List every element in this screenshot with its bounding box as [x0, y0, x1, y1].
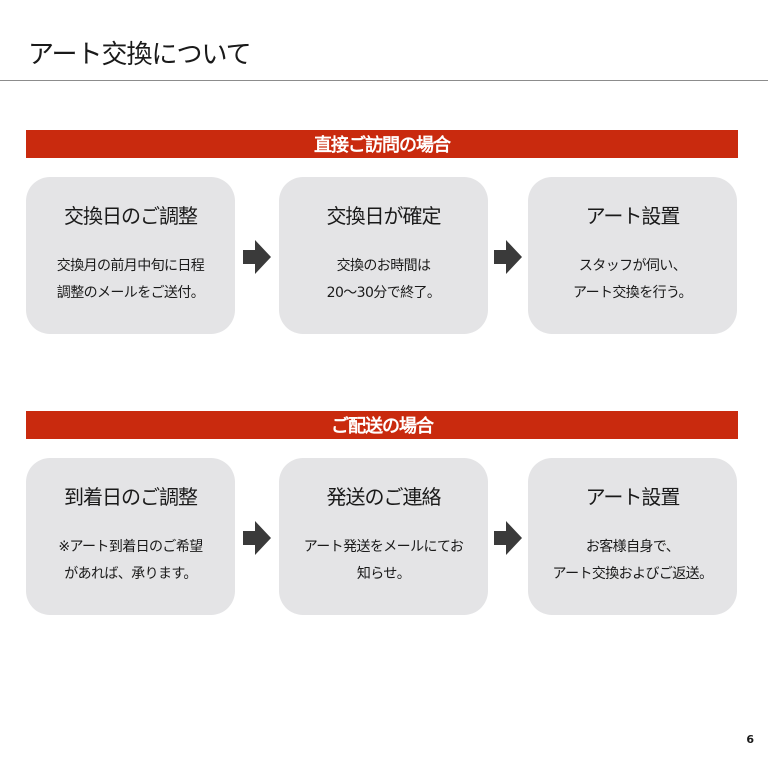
step-title: 発送のご連絡 [326, 485, 442, 509]
section-direct-visit: 直接ご訪問の場合 交換日のご調整 交換月の前月中旬に日程 調整のメールをご送付。… [0, 130, 768, 350]
step-card: 交換日が確定 交換のお時間は 20～30分で終了。 [279, 177, 488, 334]
step-description-line: 交換のお時間は [336, 258, 431, 274]
arrow-right-icon [243, 240, 271, 274]
step-title: 到着日のご調整 [64, 485, 198, 509]
step-description: スタッフが伺い、 アート交換を行う。 [528, 253, 737, 307]
step-title: アート設置 [585, 485, 681, 509]
step-description: 交換のお時間は 20～30分で終了。 [279, 253, 488, 307]
title-divider [0, 80, 768, 81]
step-description-line: 知らせ。 [356, 566, 411, 582]
step-description: ※アート到着日のご希望 があれば、承ります。 [26, 534, 235, 588]
step-description-line: スタッフが伺い、 [578, 258, 687, 274]
step-description: 交換月の前月中旬に日程 調整のメールをご送付。 [26, 253, 235, 307]
step-description-line: アート交換を行う。 [573, 285, 693, 301]
step-title: アート設置 [585, 204, 681, 228]
step-description-line: 20～30分で終了。 [326, 285, 441, 301]
step-description-line: アート交換およびご返送。 [552, 566, 714, 582]
step-description: お客様自身で、 アート交換およびご返送。 [528, 534, 737, 588]
step-description: アート発送をメールにてお 知らせ。 [279, 534, 488, 588]
section-banner: 直接ご訪問の場合 [26, 130, 738, 158]
step-card: アート設置 スタッフが伺い、 アート交換を行う。 [528, 177, 737, 334]
section-banner: ご配送の場合 [26, 411, 738, 439]
arrow-right-icon [494, 240, 522, 274]
step-description-line: があれば、承ります。 [64, 566, 197, 582]
step-description-line: お客様自身で、 [585, 539, 680, 555]
step-card: 到着日のご調整 ※アート到着日のご希望 があれば、承ります。 [26, 458, 235, 615]
step-description-line: 調整のメールをご送付。 [56, 285, 205, 301]
step-title: 交換日のご調整 [64, 204, 198, 228]
step-description-line: 交換月の前月中旬に日程 [56, 258, 205, 274]
step-description-line: アート発送をメールにてお [303, 539, 464, 555]
arrow-right-icon [494, 521, 522, 555]
section-delivery: ご配送の場合 到着日のご調整 ※アート到着日のご希望 があれば、承ります。 発送… [0, 411, 768, 631]
step-card: アート設置 お客様自身で、 アート交換およびご返送。 [528, 458, 737, 615]
page-number: 6 [746, 733, 754, 746]
step-description-line: ※アート到着日のご希望 [58, 539, 203, 555]
page-title: アート交換について [28, 40, 252, 70]
step-title: 交換日が確定 [326, 204, 442, 228]
step-card: 発送のご連絡 アート発送をメールにてお 知らせ。 [279, 458, 488, 615]
arrow-right-icon [243, 521, 271, 555]
step-card: 交換日のご調整 交換月の前月中旬に日程 調整のメールをご送付。 [26, 177, 235, 334]
